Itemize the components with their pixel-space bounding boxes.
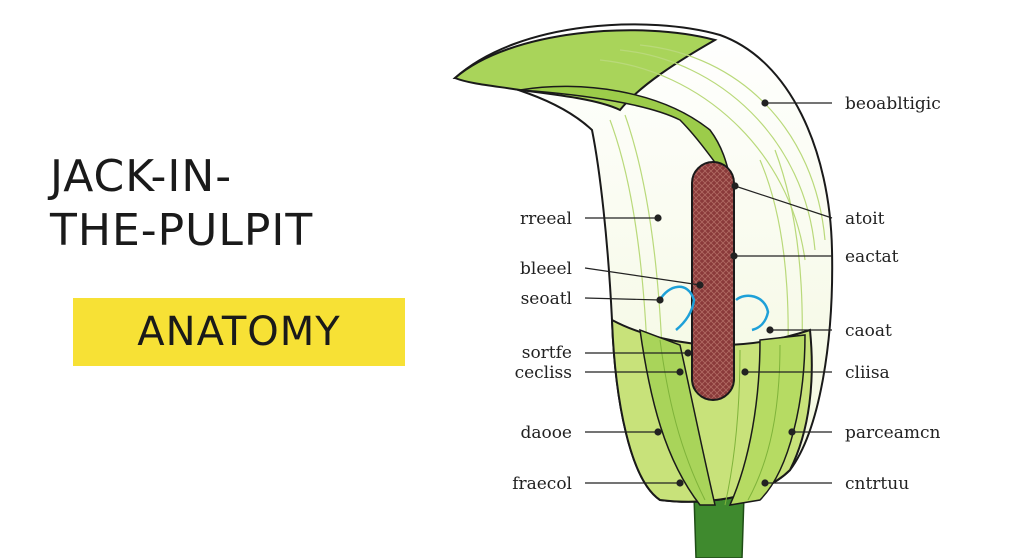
badge-text: ANATOMY	[137, 309, 341, 355]
flower-accent-left	[658, 285, 696, 331]
tube-front-left	[639, 328, 716, 506]
spadix	[691, 161, 735, 401]
label-left-5: cecliss	[515, 363, 572, 383]
label-right-2: atoit	[845, 209, 885, 229]
label-right-1: beoabltigic	[845, 94, 941, 114]
labels-left: rreeal bleeel seoatl sortfe cecliss daoo…	[512, 209, 572, 494]
hood-flap	[453, 29, 718, 112]
label-right-5: cliisa	[845, 363, 890, 383]
flower-accent-right	[735, 294, 770, 332]
anatomy-badge: ANATOMY	[73, 298, 405, 366]
label-right-6: parceamcn	[845, 423, 941, 443]
title-line-2: THE-PULPIT	[50, 205, 314, 256]
label-left-6: daooe	[520, 423, 572, 443]
label-left-4: sortfe	[522, 343, 572, 363]
label-right-3: eactat	[845, 247, 899, 267]
diagram-title: JACK-IN- THE-PULPIT	[50, 150, 313, 258]
label-left-3: seoatl	[521, 289, 572, 309]
tube-veins	[659, 339, 781, 506]
label-left-7: fraecol	[512, 474, 572, 494]
label-left-2: bleeel	[520, 259, 572, 279]
label-left-1: rreeal	[520, 209, 572, 229]
title-line-1: JACK-IN-	[50, 151, 233, 202]
labels-right: beoabltigic atoit eactat caoat cliisa pa…	[845, 94, 941, 494]
label-right-4: caoat	[845, 321, 892, 341]
tube-front-right	[728, 334, 806, 506]
label-right-7: cntrtuu	[845, 474, 909, 494]
leader-lines-left	[584, 214, 704, 487]
leader-lines-right	[730, 99, 833, 487]
